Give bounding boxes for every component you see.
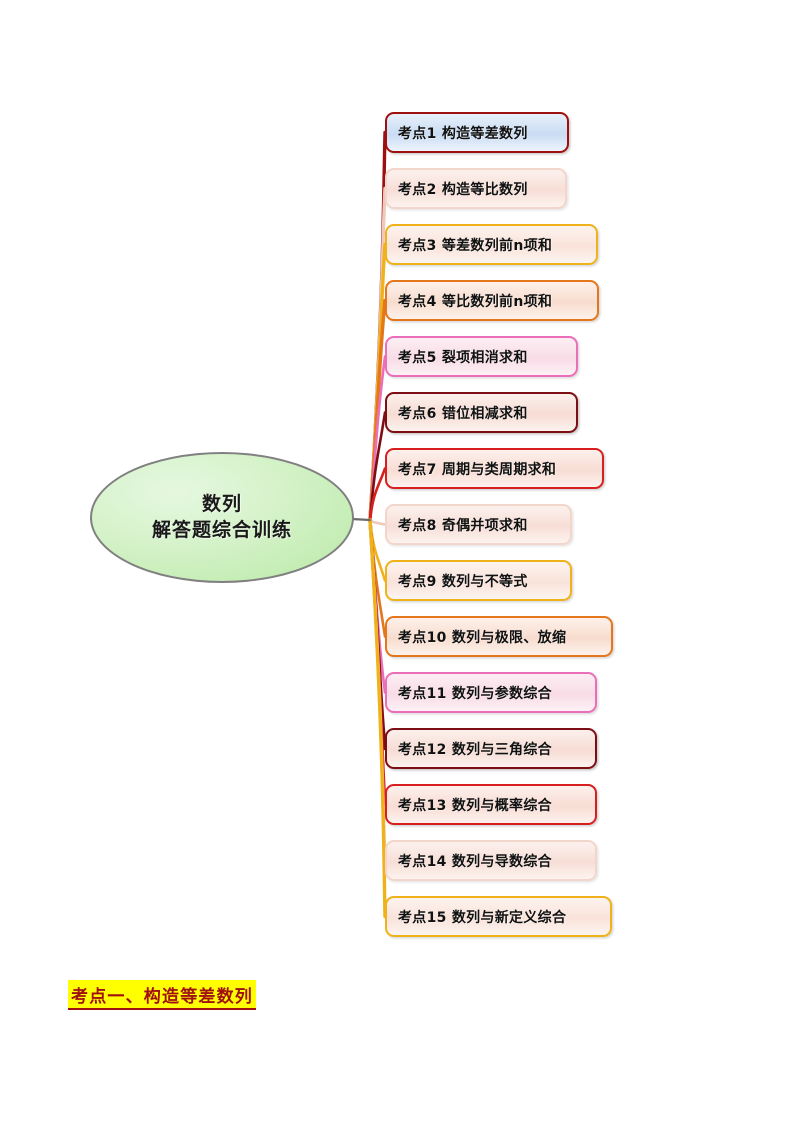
topic-label-6: 考点6 错位相减求和 — [398, 405, 528, 422]
topic-label-8: 考点8 奇偶并项求和 — [398, 517, 528, 534]
connector-paths — [350, 130, 387, 919]
topic-label-13: 考点13 数列与概率综合 — [398, 797, 552, 814]
connector-3 — [368, 242, 387, 522]
topic-label-7: 考点7 周期与类周期求和 — [398, 461, 557, 478]
center-node-text: 数列 解答题综合训练 — [90, 452, 354, 583]
center-node-ellipse — [90, 452, 354, 583]
center-node-line-2: 解答题综合训练 — [151, 518, 292, 541]
topic-box-1[interactable]: 考点1 构造等差数列 — [385, 112, 569, 153]
connector-7 — [368, 467, 387, 522]
connector-4 — [368, 298, 387, 522]
topic-label-10: 考点10 数列与极限、放缩 — [398, 629, 567, 646]
topic-box-10[interactable]: 考点10 数列与极限、放缩 — [385, 616, 613, 657]
topic-box-11[interactable]: 考点11 数列与参数综合 — [385, 672, 597, 713]
bottom-heading-text: 考点一、构造等差数列 — [68, 980, 256, 1010]
connector-11 — [368, 518, 387, 694]
connector-12 — [368, 518, 387, 751]
topic-label-2: 考点2 构造等比数列 — [398, 181, 528, 198]
topic-box-4[interactable]: 考点4 等比数列前n项和 — [385, 280, 599, 321]
topic-box-14[interactable]: 考点14 数列与导数综合 — [385, 840, 597, 881]
center-node[interactable]: 数列 解答题综合训练 — [90, 452, 354, 583]
topic-label-15: 考点15 数列与新定义综合 — [398, 909, 567, 926]
topic-label-3: 考点3 等差数列前n项和 — [398, 237, 553, 254]
connector-1 — [368, 130, 387, 522]
topic-box-7[interactable]: 考点7 周期与类周期求和 — [385, 448, 604, 489]
connector-13 — [368, 518, 387, 807]
connector-5 — [368, 355, 387, 522]
topic-box-5[interactable]: 考点5 裂项相消求和 — [385, 336, 578, 377]
topic-box-12[interactable]: 考点12 数列与三角综合 — [385, 728, 597, 769]
topic-box-3[interactable]: 考点3 等差数列前n项和 — [385, 224, 598, 265]
topic-box-6[interactable]: 考点6 错位相减求和 — [385, 392, 578, 433]
connector-15 — [368, 518, 387, 919]
connector-hub-stub — [350, 517, 372, 522]
connector-9 — [368, 518, 387, 582]
topic-box-13[interactable]: 考点13 数列与概率综合 — [385, 784, 597, 825]
topic-label-11: 考点11 数列与参数综合 — [398, 685, 552, 702]
topic-box-9[interactable]: 考点9 数列与不等式 — [385, 560, 572, 601]
topic-label-14: 考点14 数列与导数综合 — [398, 853, 552, 870]
topic-box-8[interactable]: 考点8 奇偶并项求和 — [385, 504, 572, 545]
connector-8 — [368, 518, 387, 526]
topic-label-9: 考点9 数列与不等式 — [398, 573, 528, 590]
connector-6 — [368, 411, 387, 522]
connector-14 — [368, 518, 387, 863]
connector-2 — [368, 186, 387, 522]
connector-10 — [368, 518, 387, 638]
topic-label-12: 考点12 数列与三角综合 — [398, 741, 552, 758]
topic-box-15[interactable]: 考点15 数列与新定义综合 — [385, 896, 612, 937]
topic-label-4: 考点4 等比数列前n项和 — [398, 293, 553, 310]
center-node-line-1: 数列 — [201, 493, 242, 516]
bottom-heading: 考点一、构造等差数列 — [68, 980, 256, 1010]
topic-label-5: 考点5 裂项相消求和 — [398, 349, 528, 366]
topic-box-2[interactable]: 考点2 构造等比数列 — [385, 168, 567, 209]
topic-label-1: 考点1 构造等差数列 — [398, 125, 528, 142]
